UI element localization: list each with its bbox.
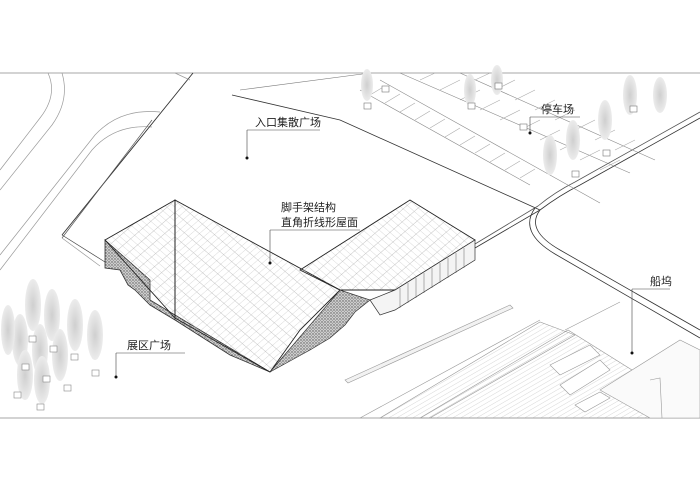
dock-structure xyxy=(344,301,700,419)
leader-dots xyxy=(114,131,634,379)
label-entrance-plaza: 入口集散广场 xyxy=(255,116,321,129)
label-parking: 停车场 xyxy=(541,103,574,116)
label-roof-line1: 脚手架结构 xyxy=(281,201,336,214)
exhibition-trees xyxy=(1,279,103,411)
leader-lines xyxy=(115,116,670,377)
label-dock: 船坞 xyxy=(650,275,672,288)
roads-left xyxy=(0,72,194,271)
label-exhibition-plaza: 展区广场 xyxy=(127,339,171,352)
parking-lot xyxy=(359,72,656,204)
building-scaffold-structure xyxy=(104,199,476,373)
label-roof-line2: 直角折线形屋面 xyxy=(281,216,358,229)
plaza-boundaries xyxy=(231,72,700,339)
parking-trees xyxy=(361,65,667,178)
